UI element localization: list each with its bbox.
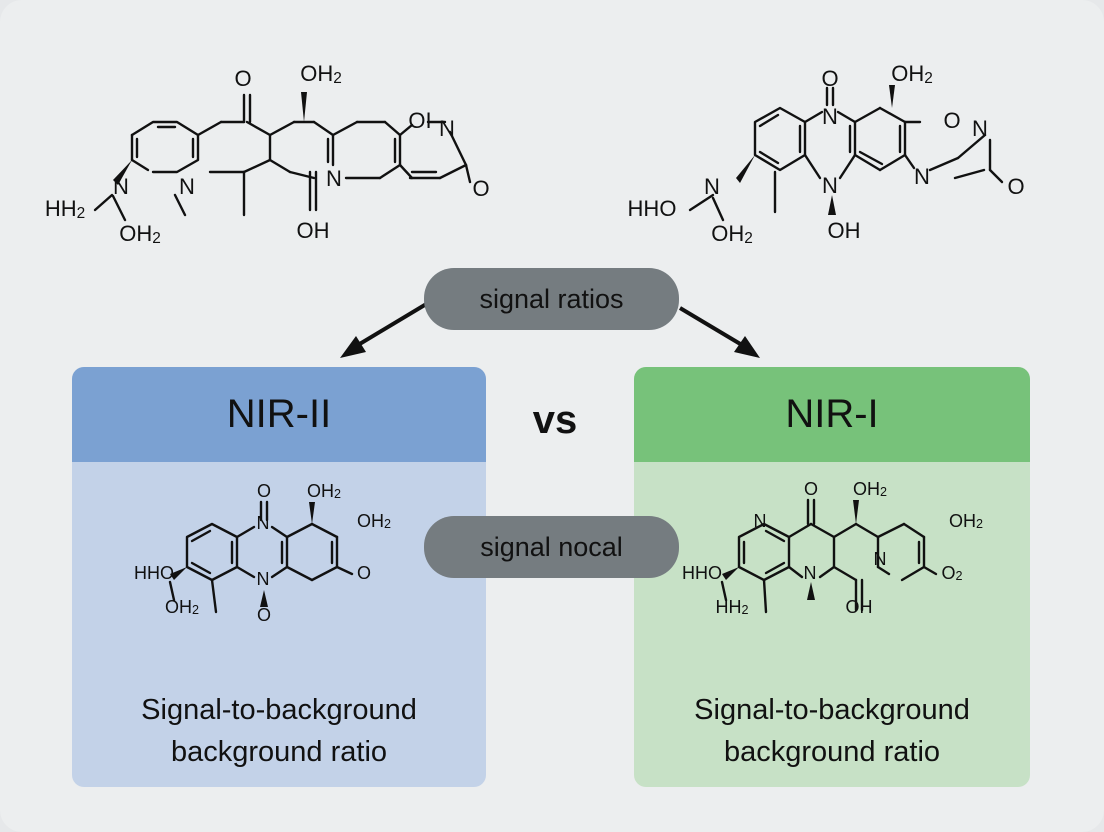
label-o2: O2 <box>941 563 962 584</box>
label-n: N <box>822 104 838 129</box>
label-oh2: OH2 <box>949 511 983 532</box>
nir-ii-molecule: O N OH2 OH2 HHO OH2 N O O <box>134 481 391 625</box>
label-n: N <box>972 116 988 141</box>
label-n: N <box>804 563 817 583</box>
nir-ii-caption-line2: background ratio <box>170 736 388 768</box>
label-oh: OH <box>846 597 873 617</box>
label-n: N <box>822 173 838 198</box>
label-oh2: OH2 <box>165 597 199 618</box>
label-oh2: OH2 <box>300 61 342 87</box>
nir-i-caption-line2: background ratio <box>723 736 941 768</box>
label-oh: OH <box>297 218 330 243</box>
nir-ii-panel: NIR-II O N <box>72 367 486 787</box>
label-o: O <box>1007 174 1024 199</box>
top-left-molecule: O OH2 OI N N N HH2 OH2 N O OH <box>45 61 490 247</box>
label-oh2: OH2 <box>307 481 341 502</box>
label-o: O <box>472 176 489 201</box>
label-n: N <box>704 174 720 199</box>
arrow-right-shaft <box>678 306 744 347</box>
label-o: O <box>234 66 251 91</box>
label-n: N <box>113 174 129 199</box>
nir-ii-caption: Signal-to-background background ratio <box>72 689 486 773</box>
nir-i-panel: NIR-I <box>634 367 1030 787</box>
signal-nocal-pill: signal nocal <box>424 516 679 578</box>
label-oh2: OH2 <box>357 511 391 532</box>
top-right-molecule: O N OH2 O N HHO N OH2 N N O OH <box>628 61 1025 247</box>
nir-i-caption-line1: Signal-to-background <box>694 694 970 726</box>
label-hho: HHO <box>628 196 677 221</box>
label-hho: HHO <box>134 563 174 583</box>
label-n: N <box>257 513 270 533</box>
label-oh: OH <box>828 218 861 243</box>
label-hho: HHO <box>682 563 722 583</box>
label-o: O <box>257 605 271 625</box>
signal-ratios-pill: signal ratios <box>424 268 679 330</box>
nir-i-caption: Signal-to-background background ratio <box>634 689 1030 773</box>
label-o: O <box>821 66 838 91</box>
vs-label: vs <box>532 398 578 442</box>
label-o: O <box>804 479 818 499</box>
label-n: N <box>179 174 195 199</box>
label-hh2: HH2 <box>45 196 85 222</box>
arrow-right-head <box>734 336 760 358</box>
label-hh2: HH2 <box>715 597 748 618</box>
nir-ii-caption-line1: Signal-to-background <box>141 694 417 726</box>
label-n: N <box>914 164 930 189</box>
label-n: N <box>257 569 270 589</box>
label-oh2: OH2 <box>119 221 161 247</box>
label-oh2: OH2 <box>891 61 933 87</box>
label-o: O <box>357 563 371 583</box>
label-n: N <box>754 511 767 531</box>
arrow-left-head <box>340 336 366 358</box>
nir-i-molecule: O OH2 N OH2 HHO HH2 N N O OH O2 <box>682 479 983 618</box>
nir-ii-title: NIR-II <box>72 367 486 462</box>
label-oh2: OH2 <box>853 479 887 500</box>
label-n: N <box>326 166 342 191</box>
label-oh2: OH2 <box>711 221 753 247</box>
nir-i-title: NIR-I <box>634 367 1030 462</box>
label-o: O <box>257 481 271 501</box>
label-o: O <box>943 108 960 133</box>
label-n: N <box>874 549 887 569</box>
arrow-left-shaft <box>356 301 430 347</box>
label-oi: OI <box>408 108 431 133</box>
label-n: N <box>439 116 455 141</box>
